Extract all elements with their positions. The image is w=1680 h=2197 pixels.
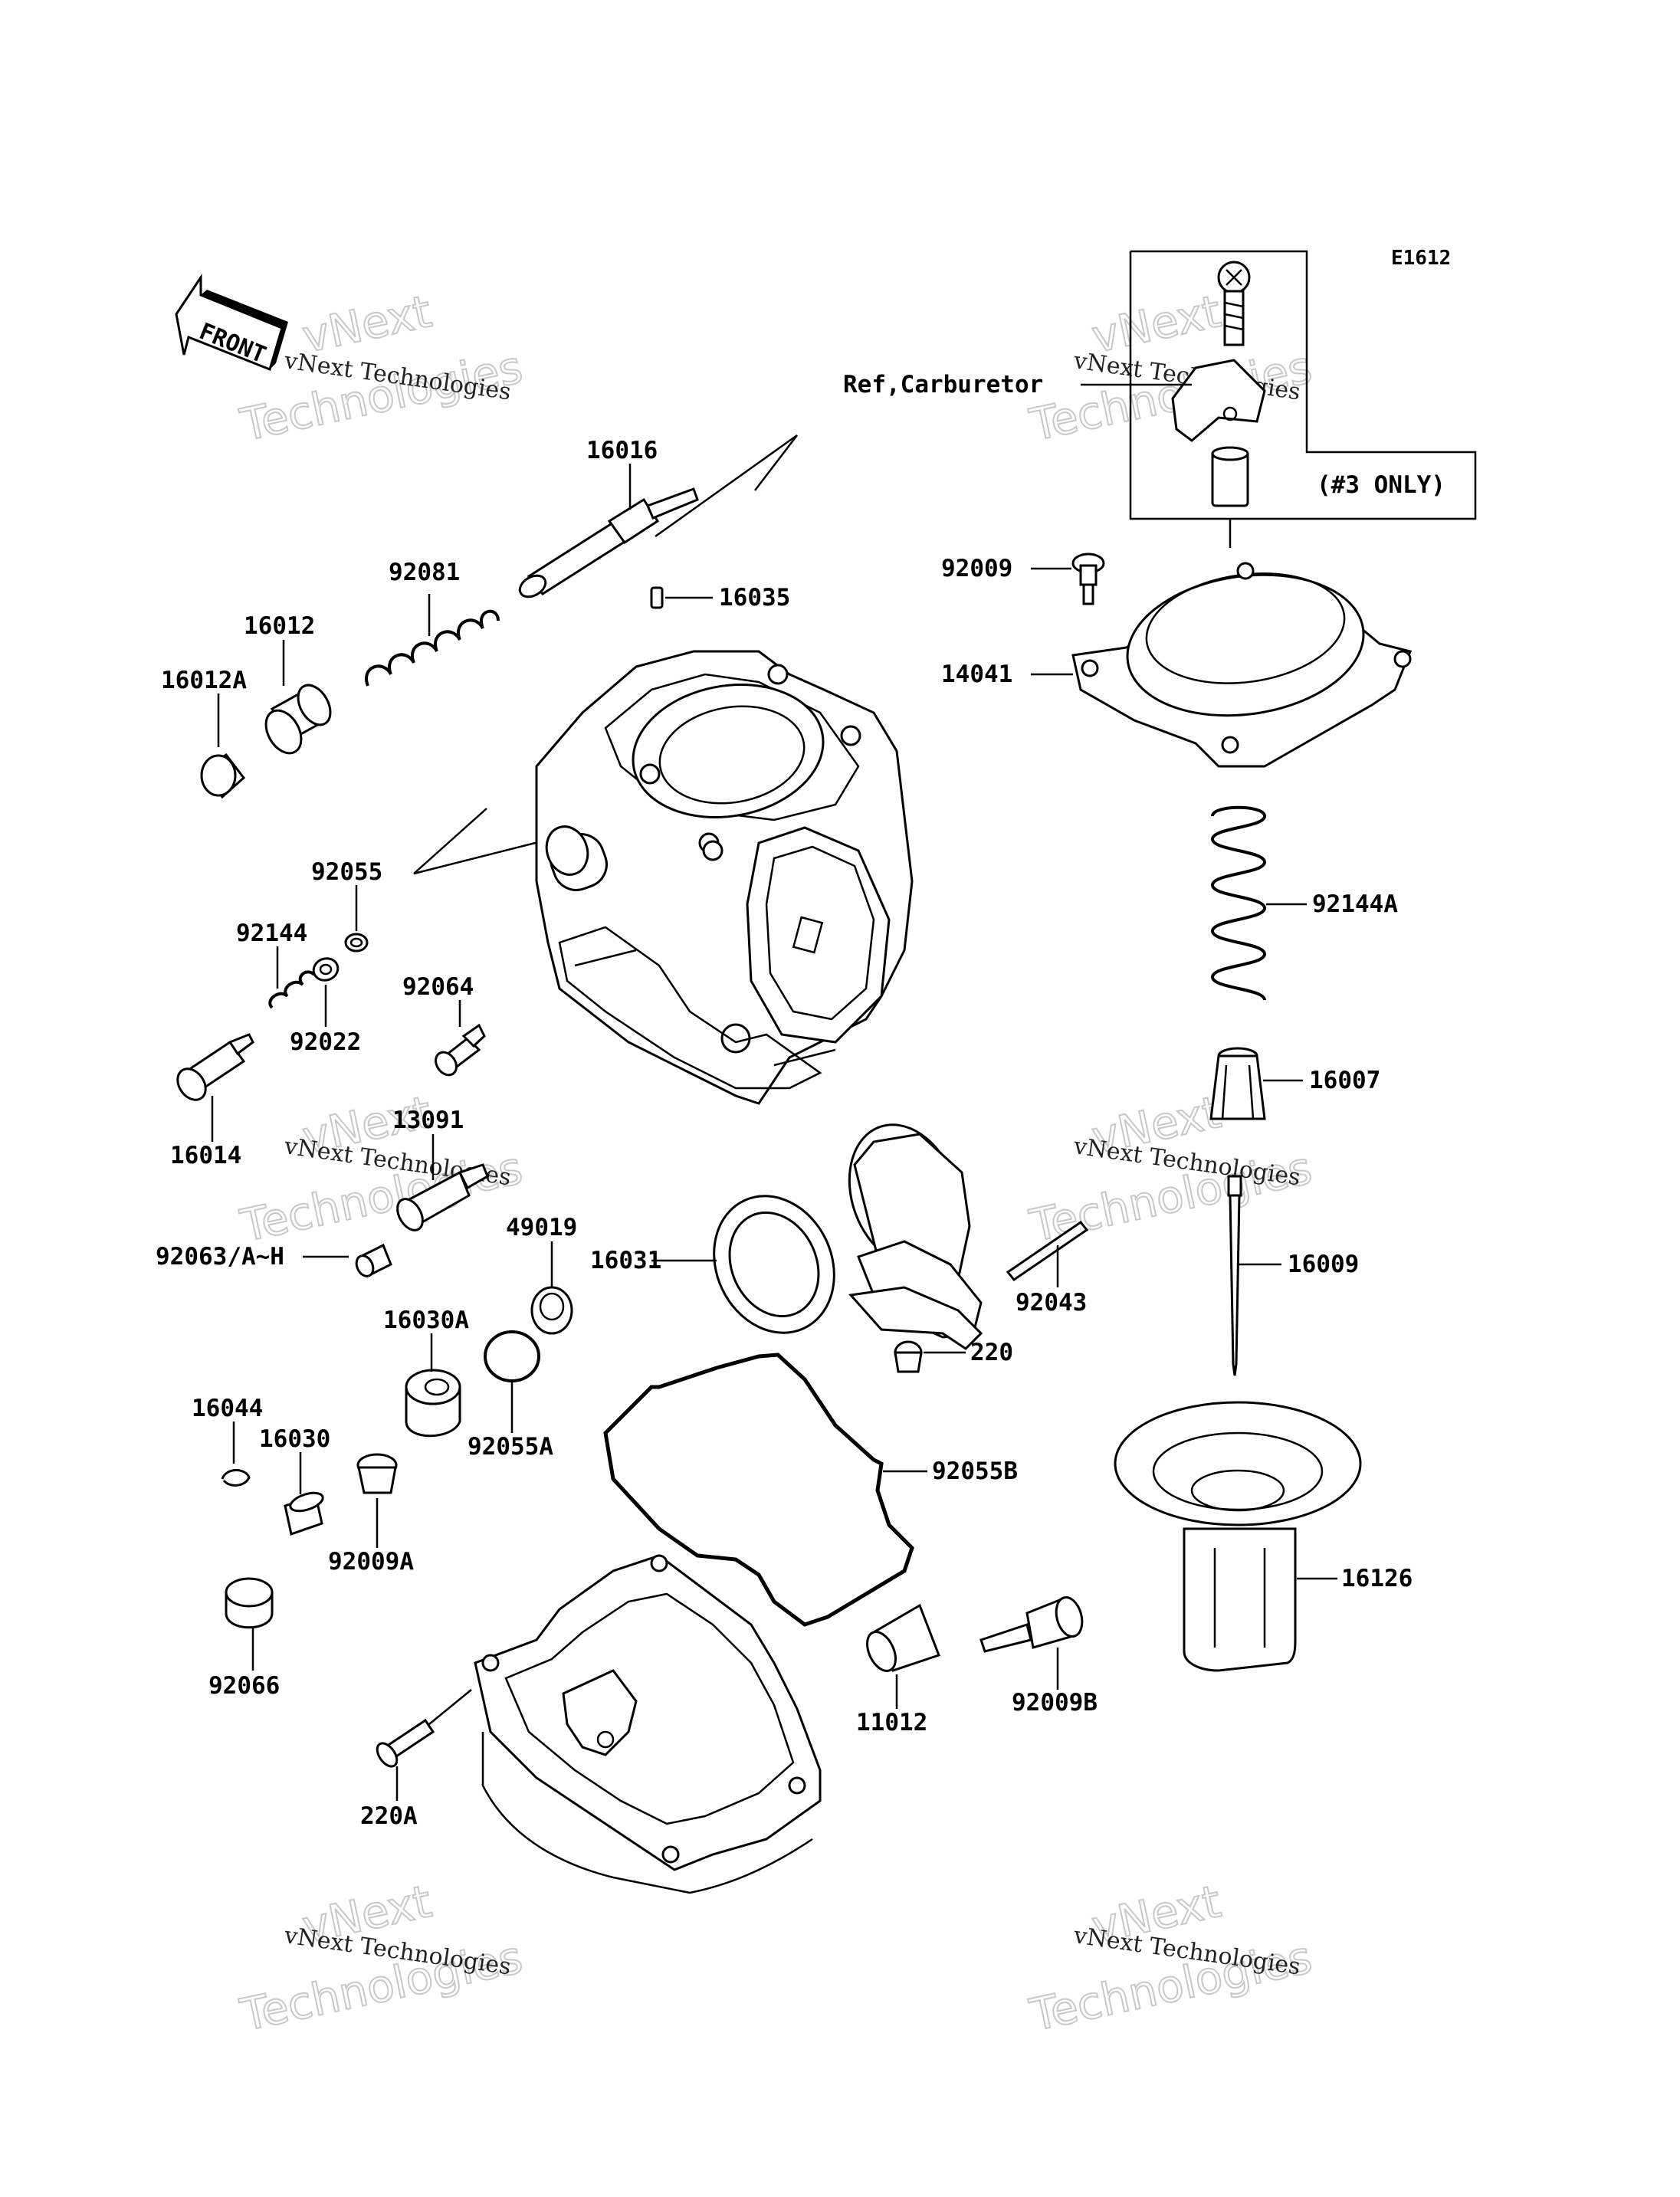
part-92009B: 92009B — [979, 1595, 1098, 1717]
part-92144A: 92144A — [1210, 805, 1398, 1001]
part-label-92144: 92144 — [236, 920, 307, 947]
part-label-16007: 16007 — [1309, 1067, 1380, 1094]
part-label-16014: 16014 — [170, 1142, 241, 1169]
part-92055B: 92055B — [603, 1353, 1018, 1627]
part-16030: 16030 — [259, 1425, 330, 1536]
part-16016: 16016 — [518, 437, 699, 598]
part-label-16016: 16016 — [586, 437, 658, 464]
part-49019: 49019 — [506, 1214, 577, 1335]
part-11012: 11012 — [856, 1603, 940, 1736]
part-16009: 16009 — [1227, 1175, 1359, 1376]
part-92063: 92063/A~H — [156, 1243, 392, 1278]
part-16126: 16126 — [1114, 1401, 1413, 1672]
part-label-220A: 220A — [360, 1802, 418, 1830]
part-14041: 14041 — [941, 562, 1413, 768]
part-92009: 92009 — [941, 553, 1105, 605]
part-label-92144A: 92144A — [1312, 890, 1398, 918]
carburetor-body — [535, 650, 914, 1105]
part-label-92064: 92064 — [402, 973, 474, 1001]
part-label-16031: 16031 — [590, 1247, 661, 1274]
part-92055A: 92055A — [468, 1330, 553, 1461]
part-label-14041: 14041 — [941, 661, 1012, 688]
reference-inset-box: Ref,Carburetor (#3 ONLY) — [843, 250, 1477, 548]
part-label-92081: 92081 — [389, 559, 460, 586]
part-label-92063: 92063/A~H — [156, 1243, 284, 1271]
part-13091: 13091 — [392, 1107, 489, 1231]
part-label-220: 220 — [970, 1339, 1013, 1366]
part-label-16012: 16012 — [244, 612, 315, 640]
part-label-16009: 16009 — [1288, 1251, 1359, 1278]
watermark-bottom-right: vNext Technologies vNext Technologies — [1025, 1874, 1317, 2042]
part-label-92022: 92022 — [290, 1028, 361, 1056]
part-220A: 220A — [360, 1689, 472, 1830]
part-label-16030A: 16030A — [383, 1307, 469, 1334]
part-16035: 16035 — [650, 584, 790, 612]
note-label: (#3 ONLY) — [1317, 471, 1445, 499]
part-16044: 16044 — [192, 1395, 263, 1487]
part-label-13091: 13091 — [392, 1107, 464, 1134]
part-label-11012: 11012 — [856, 1709, 927, 1736]
watermark-bottom-left: vNext Technologies vNext Technologies — [235, 1874, 528, 2042]
part-16007: 16007 — [1209, 1047, 1380, 1120]
part-92144: 92144 — [236, 920, 316, 1009]
part-92081: 92081 — [365, 559, 500, 687]
part-label-49019: 49019 — [506, 1214, 577, 1241]
part-92055: 92055 — [311, 858, 382, 953]
part-label-92055: 92055 — [311, 858, 382, 886]
part-16012: 16012 — [244, 612, 332, 755]
float-bowl — [474, 1554, 822, 1894]
part-16030A: 16030A — [383, 1307, 469, 1438]
watermark-top-left: vNext Technologies vNext Technologies — [235, 284, 528, 452]
part-92043: 92043 — [1006, 1220, 1089, 1317]
part-16031: 16031 — [590, 1123, 983, 1350]
part-label-92066: 92066 — [208, 1672, 280, 1700]
part-label-92043: 92043 — [1016, 1289, 1087, 1317]
part-92009A: 92009A — [328, 1453, 414, 1576]
part-label-92009A: 92009A — [328, 1548, 414, 1576]
part-label-92055A: 92055A — [468, 1433, 553, 1461]
part-label-92009: 92009 — [941, 555, 1012, 582]
part-92064: 92064 — [402, 973, 486, 1077]
part-label-16035: 16035 — [719, 584, 790, 612]
part-label-16044: 16044 — [192, 1395, 263, 1422]
part-label-16030: 16030 — [259, 1425, 330, 1453]
part-92022: 92022 — [290, 957, 361, 1056]
part-label-92009B: 92009B — [1012, 1689, 1098, 1717]
diagram-code: E1612 — [1391, 247, 1451, 270]
part-16012A: 16012A — [161, 667, 247, 799]
ref-label: Ref,Carburetor — [843, 371, 1043, 398]
part-label-92055B: 92055B — [932, 1458, 1018, 1485]
part-16014: 16014 — [170, 1033, 254, 1169]
front-arrow-icon: FRONT — [175, 274, 288, 371]
watermark-top-right: vNext Technologies vNext Technologies — [1025, 284, 1317, 452]
watermark-mid-right: vNext Technologies vNext Technologies — [1025, 1085, 1317, 1253]
part-220: 220 — [894, 1339, 1013, 1373]
part-92066: 92066 — [208, 1577, 280, 1700]
part-label-16012A: 16012A — [161, 667, 247, 694]
part-label-16126: 16126 — [1341, 1565, 1413, 1592]
